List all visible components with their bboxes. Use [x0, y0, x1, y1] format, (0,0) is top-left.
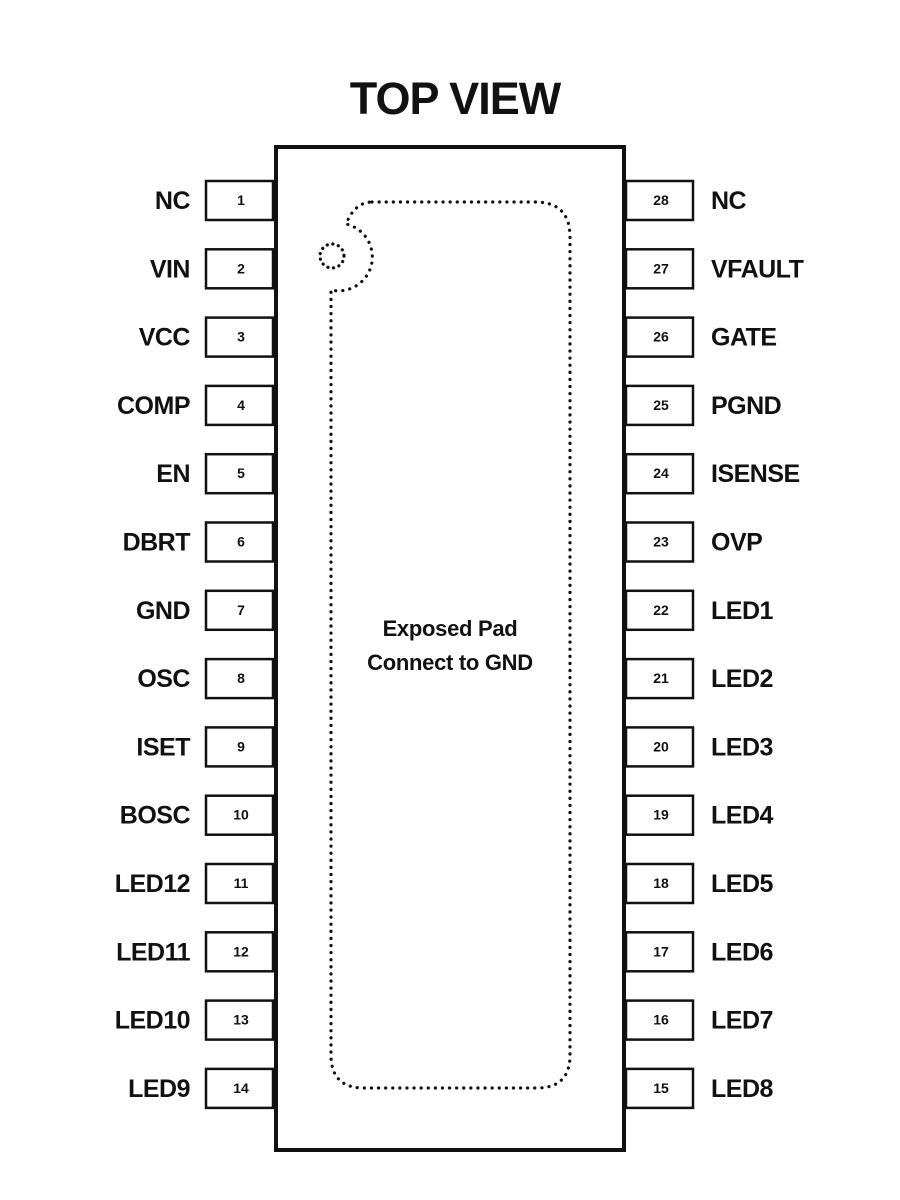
pin-box-3 — [204, 316, 275, 358]
pin-name: OSC — [137, 665, 190, 693]
pin-number: 13 — [233, 1012, 249, 1028]
pin-name: ISENSE — [711, 460, 800, 488]
pin-box-7 — [204, 589, 275, 632]
pin-box-21 — [624, 657, 695, 700]
pin-number: 16 — [653, 1012, 669, 1028]
pin-box-18 — [624, 862, 695, 905]
pin-number: 19 — [653, 807, 669, 823]
pin-number: 5 — [237, 465, 245, 481]
pin-name: LED8 — [711, 1075, 774, 1103]
pin-number: 28 — [653, 192, 669, 208]
pin-number: 20 — [653, 738, 669, 754]
pin-name: BOSC — [120, 802, 191, 830]
pin-box-25 — [624, 384, 695, 427]
pin-box-26 — [624, 316, 695, 358]
pin-name: GATE — [711, 324, 777, 352]
pin-name: NC — [155, 187, 191, 215]
pin-number: 15 — [653, 1080, 669, 1096]
pin-box-5 — [204, 452, 275, 495]
pin-number: 8 — [237, 670, 245, 686]
pin-box-12 — [204, 931, 275, 973]
pin1-marker-icon — [318, 242, 346, 270]
pin-box-19 — [624, 794, 695, 836]
pin-box-10 — [204, 794, 275, 836]
pin-box-17 — [624, 931, 695, 973]
diagram-title: TOP VIEW — [350, 73, 562, 124]
pin-name: GND — [136, 597, 190, 625]
pin-box-9 — [204, 726, 275, 768]
pin-name: ISET — [136, 733, 190, 761]
pin-name: PGND — [711, 392, 781, 420]
pin-box-16 — [624, 999, 695, 1041]
pin-number: 25 — [653, 397, 669, 413]
pin-name: LED6 — [711, 938, 773, 966]
pin-box-22 — [624, 589, 695, 632]
pin-box-28 — [624, 179, 695, 222]
pin-name: LED12 — [115, 870, 190, 898]
pin-name: OVP — [711, 529, 762, 557]
pin-name: LED1 — [711, 597, 774, 625]
pin-name: VFAULT — [711, 255, 804, 283]
pin-name: LED9 — [128, 1075, 190, 1103]
pin-name: LED5 — [711, 870, 774, 898]
pin-number: 18 — [653, 875, 669, 891]
pin-number: 24 — [653, 465, 669, 481]
pin-name: LED4 — [711, 802, 774, 830]
pin-name: VCC — [139, 324, 191, 352]
pin-box-8 — [204, 657, 275, 700]
pin-number: 9 — [237, 738, 245, 754]
pin-name: LED3 — [711, 733, 773, 761]
pad-label-line2: Connect to GND — [367, 650, 533, 675]
pin-number: 21 — [653, 670, 669, 686]
pin-box-13 — [204, 999, 275, 1041]
pin-name: LED11 — [116, 938, 191, 966]
pin-box-15 — [624, 1067, 695, 1110]
pin-name: LED7 — [711, 1007, 773, 1035]
pin-box-14 — [204, 1067, 275, 1110]
pin-name: LED10 — [115, 1007, 190, 1035]
pin-number: 3 — [237, 329, 245, 345]
pin-number: 4 — [237, 397, 245, 413]
pin-number: 22 — [653, 602, 669, 618]
pin-number: 14 — [233, 1080, 249, 1096]
pin-number: 27 — [653, 260, 669, 276]
pin-box-27 — [624, 248, 695, 290]
pin-name: LED2 — [711, 665, 773, 693]
pin-number: 1 — [237, 192, 245, 208]
pin-number: 26 — [653, 329, 669, 345]
exposed-pad-outline — [329, 200, 572, 1090]
pad-label-line1: Exposed Pad — [383, 616, 518, 641]
pin-box-24 — [624, 452, 695, 495]
pin-number: 2 — [237, 260, 245, 276]
pin-box-1 — [204, 179, 275, 222]
pin-name: COMP — [117, 392, 190, 420]
pin-name: NC — [711, 187, 747, 215]
pin-number: 7 — [237, 602, 245, 618]
pin-number: 12 — [233, 943, 249, 959]
pin-box-6 — [204, 521, 275, 563]
pin-number: 11 — [234, 875, 249, 891]
pin-box-23 — [624, 521, 695, 563]
pin-box-11 — [204, 862, 275, 905]
pin-name: DBRT — [123, 529, 191, 557]
chip-body — [274, 145, 626, 1152]
pin-number: 10 — [233, 807, 249, 823]
pin-number: 23 — [653, 534, 669, 550]
pin-box-20 — [624, 726, 695, 768]
pin-box-4 — [204, 384, 275, 427]
pin-name: EN — [156, 460, 190, 488]
pin-name: VIN — [150, 255, 190, 283]
pin-box-2 — [204, 248, 275, 290]
pin-number: 17 — [653, 943, 669, 959]
pin-number: 6 — [237, 534, 245, 550]
